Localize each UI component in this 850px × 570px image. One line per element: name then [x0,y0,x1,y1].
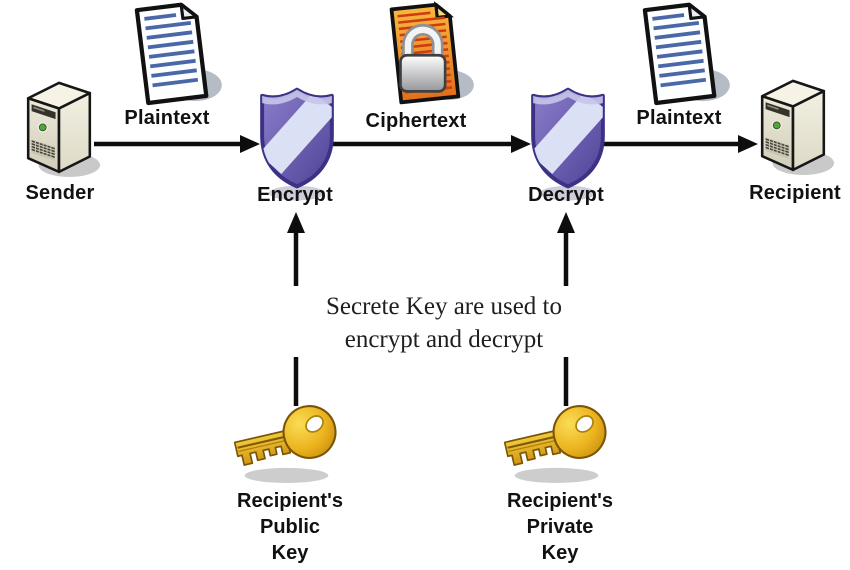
ciphertext-label: Ciphertext [365,110,467,132]
arrow-encrypt-to-decrypt [327,135,531,153]
locked-document-icon [372,0,480,119]
plaintext-right-label: Plaintext [636,107,722,129]
public-key-label-line1: Recipient's [237,490,343,512]
arrow-sender-to-encrypt [94,135,260,153]
arrow-decrypt-to-recipient [600,135,758,153]
public-key-label-line2: Public [259,516,320,538]
key-icon [496,396,622,488]
public-key-label-line3: Key [271,542,309,564]
private-key-label-line2: Private [526,516,594,538]
document-lines-icon [628,0,736,117]
key-icon [226,396,352,488]
plaintext-left-label: Plaintext [124,107,210,129]
recipient-label: Recipient [749,182,841,204]
secret-key-note-line1: Secrete Key are used to [326,293,562,320]
public-key-label: Recipient's Public Key [230,488,350,566]
secret-key-note-line2: encrypt and decrypt [344,326,544,353]
private-key-label-line3: Key [541,542,579,564]
sender-label: Sender [25,182,95,204]
server-tower-icon [750,74,836,181]
decrypt-label: Decrypt [528,184,604,206]
server-tower-icon [16,76,102,183]
document-lines-icon [120,0,228,117]
secret-key-note: Secrete Key are used to encrypt and decr… [288,290,600,356]
private-key-label-line1: Recipient's [507,490,613,512]
private-key-label: Recipient's Private Key [500,488,620,566]
encrypt-label: Encrypt [257,184,333,206]
